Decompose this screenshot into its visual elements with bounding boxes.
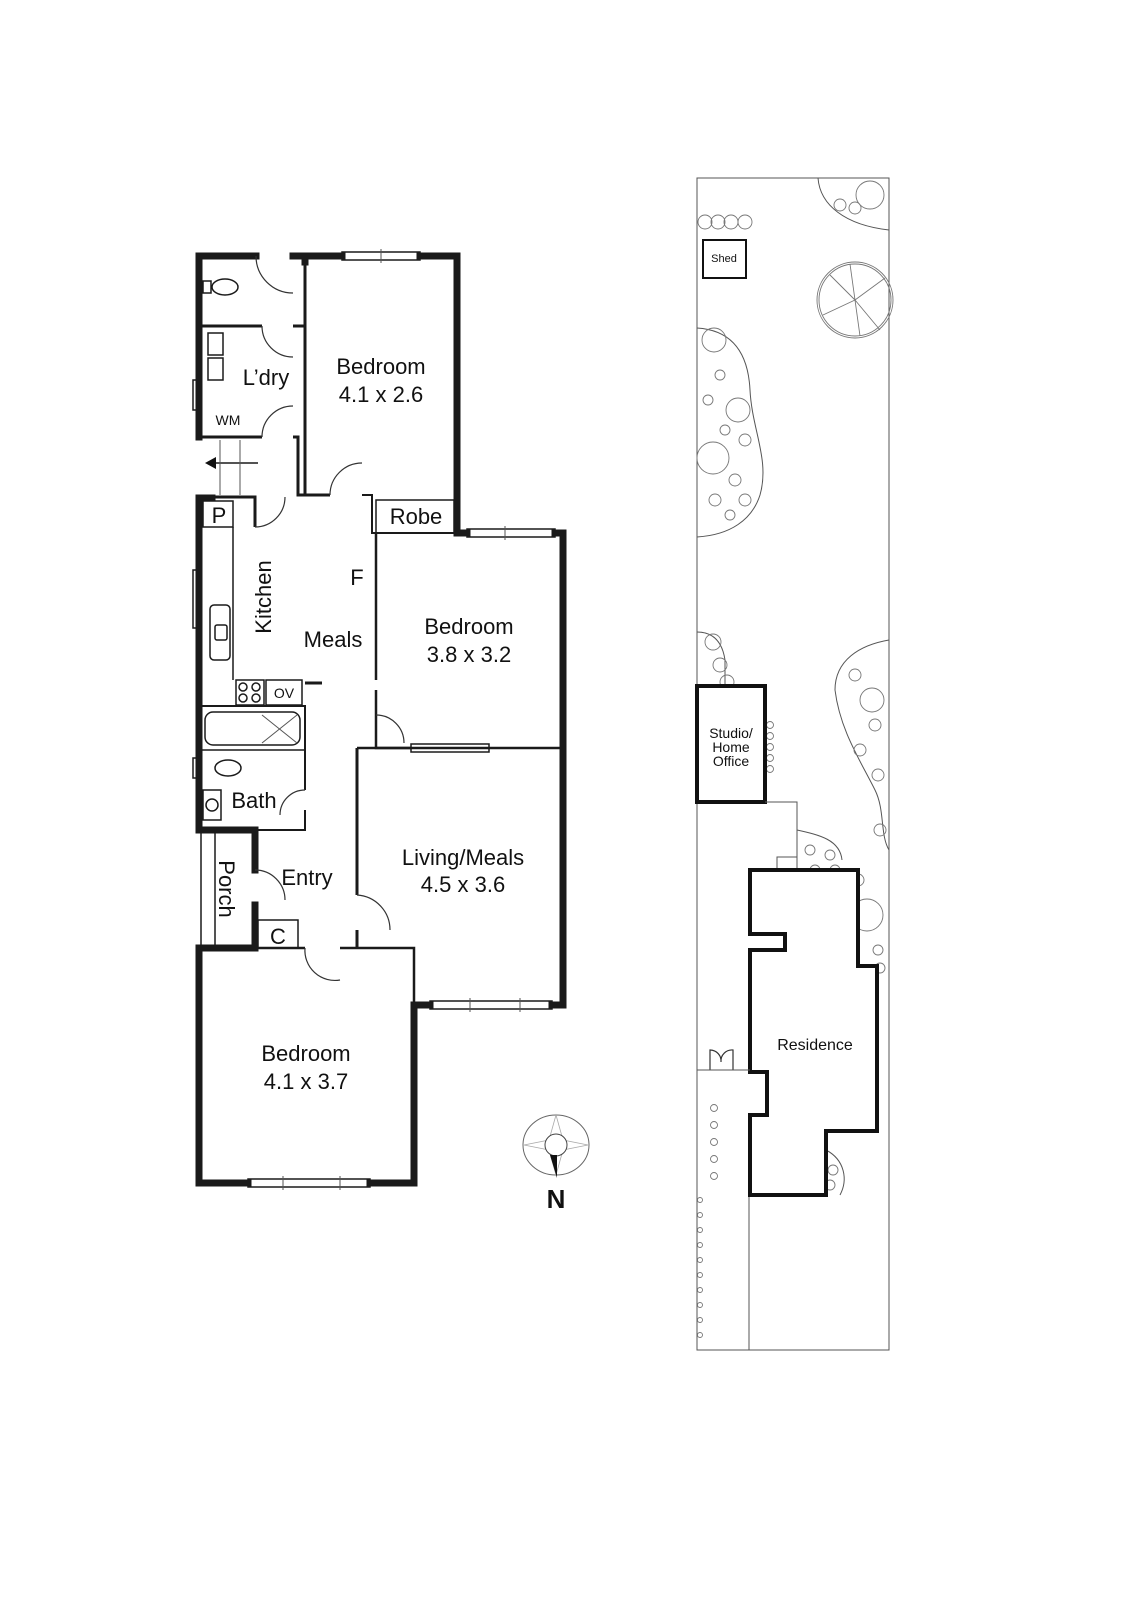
label-living-meals: Living/Meals [402, 845, 524, 870]
label-kitchen: Kitchen [251, 560, 276, 633]
toilet-icon [211, 278, 239, 296]
label-bedroom-2: Bedroom [424, 614, 513, 639]
label-living-meals-dims: 4.5 x 3.6 [421, 872, 505, 897]
label-shed: Shed [711, 253, 737, 265]
compass-icon: N [522, 1113, 590, 1214]
label-bedroom-3: Bedroom [261, 1041, 350, 1066]
residence-building: Residence [697, 868, 879, 1197]
windows [192, 249, 556, 1190]
fixtures [200, 278, 455, 949]
label-bedroom-2-dims: 3.8 x 3.2 [427, 642, 511, 667]
label-entry: Entry [281, 865, 332, 890]
shed-building: Shed [702, 239, 747, 279]
floor-plan: Bedroom 4.1 x 2.6 L’dry WM Robe P Kitche… [192, 249, 590, 1214]
site-plan: Shed Studio/ Home Office Residence [695, 177, 894, 1351]
studio-building: Studio/ Home Office [695, 684, 798, 870]
label-bedroom-1: Bedroom [336, 354, 425, 379]
room-labels: Bedroom 4.1 x 2.6 L’dry WM Robe P Kitche… [212, 354, 524, 1094]
tree-icons [696, 180, 894, 1338]
bathtub-icon [204, 711, 301, 746]
label-studio-line2: Home [712, 739, 750, 755]
interior-walls [199, 262, 563, 1005]
label-bath: Bath [231, 788, 276, 813]
exterior-walls [195, 252, 567, 1187]
sink-icon [209, 604, 231, 661]
label-bedroom-3-dims: 4.1 x 3.7 [264, 1069, 348, 1094]
basin-icon [202, 789, 222, 821]
label-residence: Residence [777, 1037, 853, 1054]
cooktop-icon [235, 679, 265, 706]
laundry-tub-icon [207, 332, 224, 356]
label-bedroom-1-dims: 4.1 x 2.6 [339, 382, 423, 407]
label-studio-line1: Studio/ [709, 725, 753, 741]
label-laundry: L’dry [243, 365, 289, 390]
toilet-icon-bath [214, 759, 242, 777]
door-swings [254, 255, 405, 982]
label-oven: OV [274, 685, 295, 701]
label-robe: Robe [390, 504, 443, 529]
label-cupboard: C [270, 924, 286, 949]
compass-north-label: N [547, 1184, 566, 1214]
label-porch: Porch [214, 860, 239, 917]
label-studio-line3: Office [713, 753, 750, 769]
label-meals: Meals [304, 627, 363, 652]
label-fridge: F [350, 565, 363, 590]
garden-beds [696, 177, 890, 1196]
arrow-icon [205, 457, 216, 469]
label-pantry: P [212, 503, 227, 528]
label-wm: WM [216, 412, 241, 428]
